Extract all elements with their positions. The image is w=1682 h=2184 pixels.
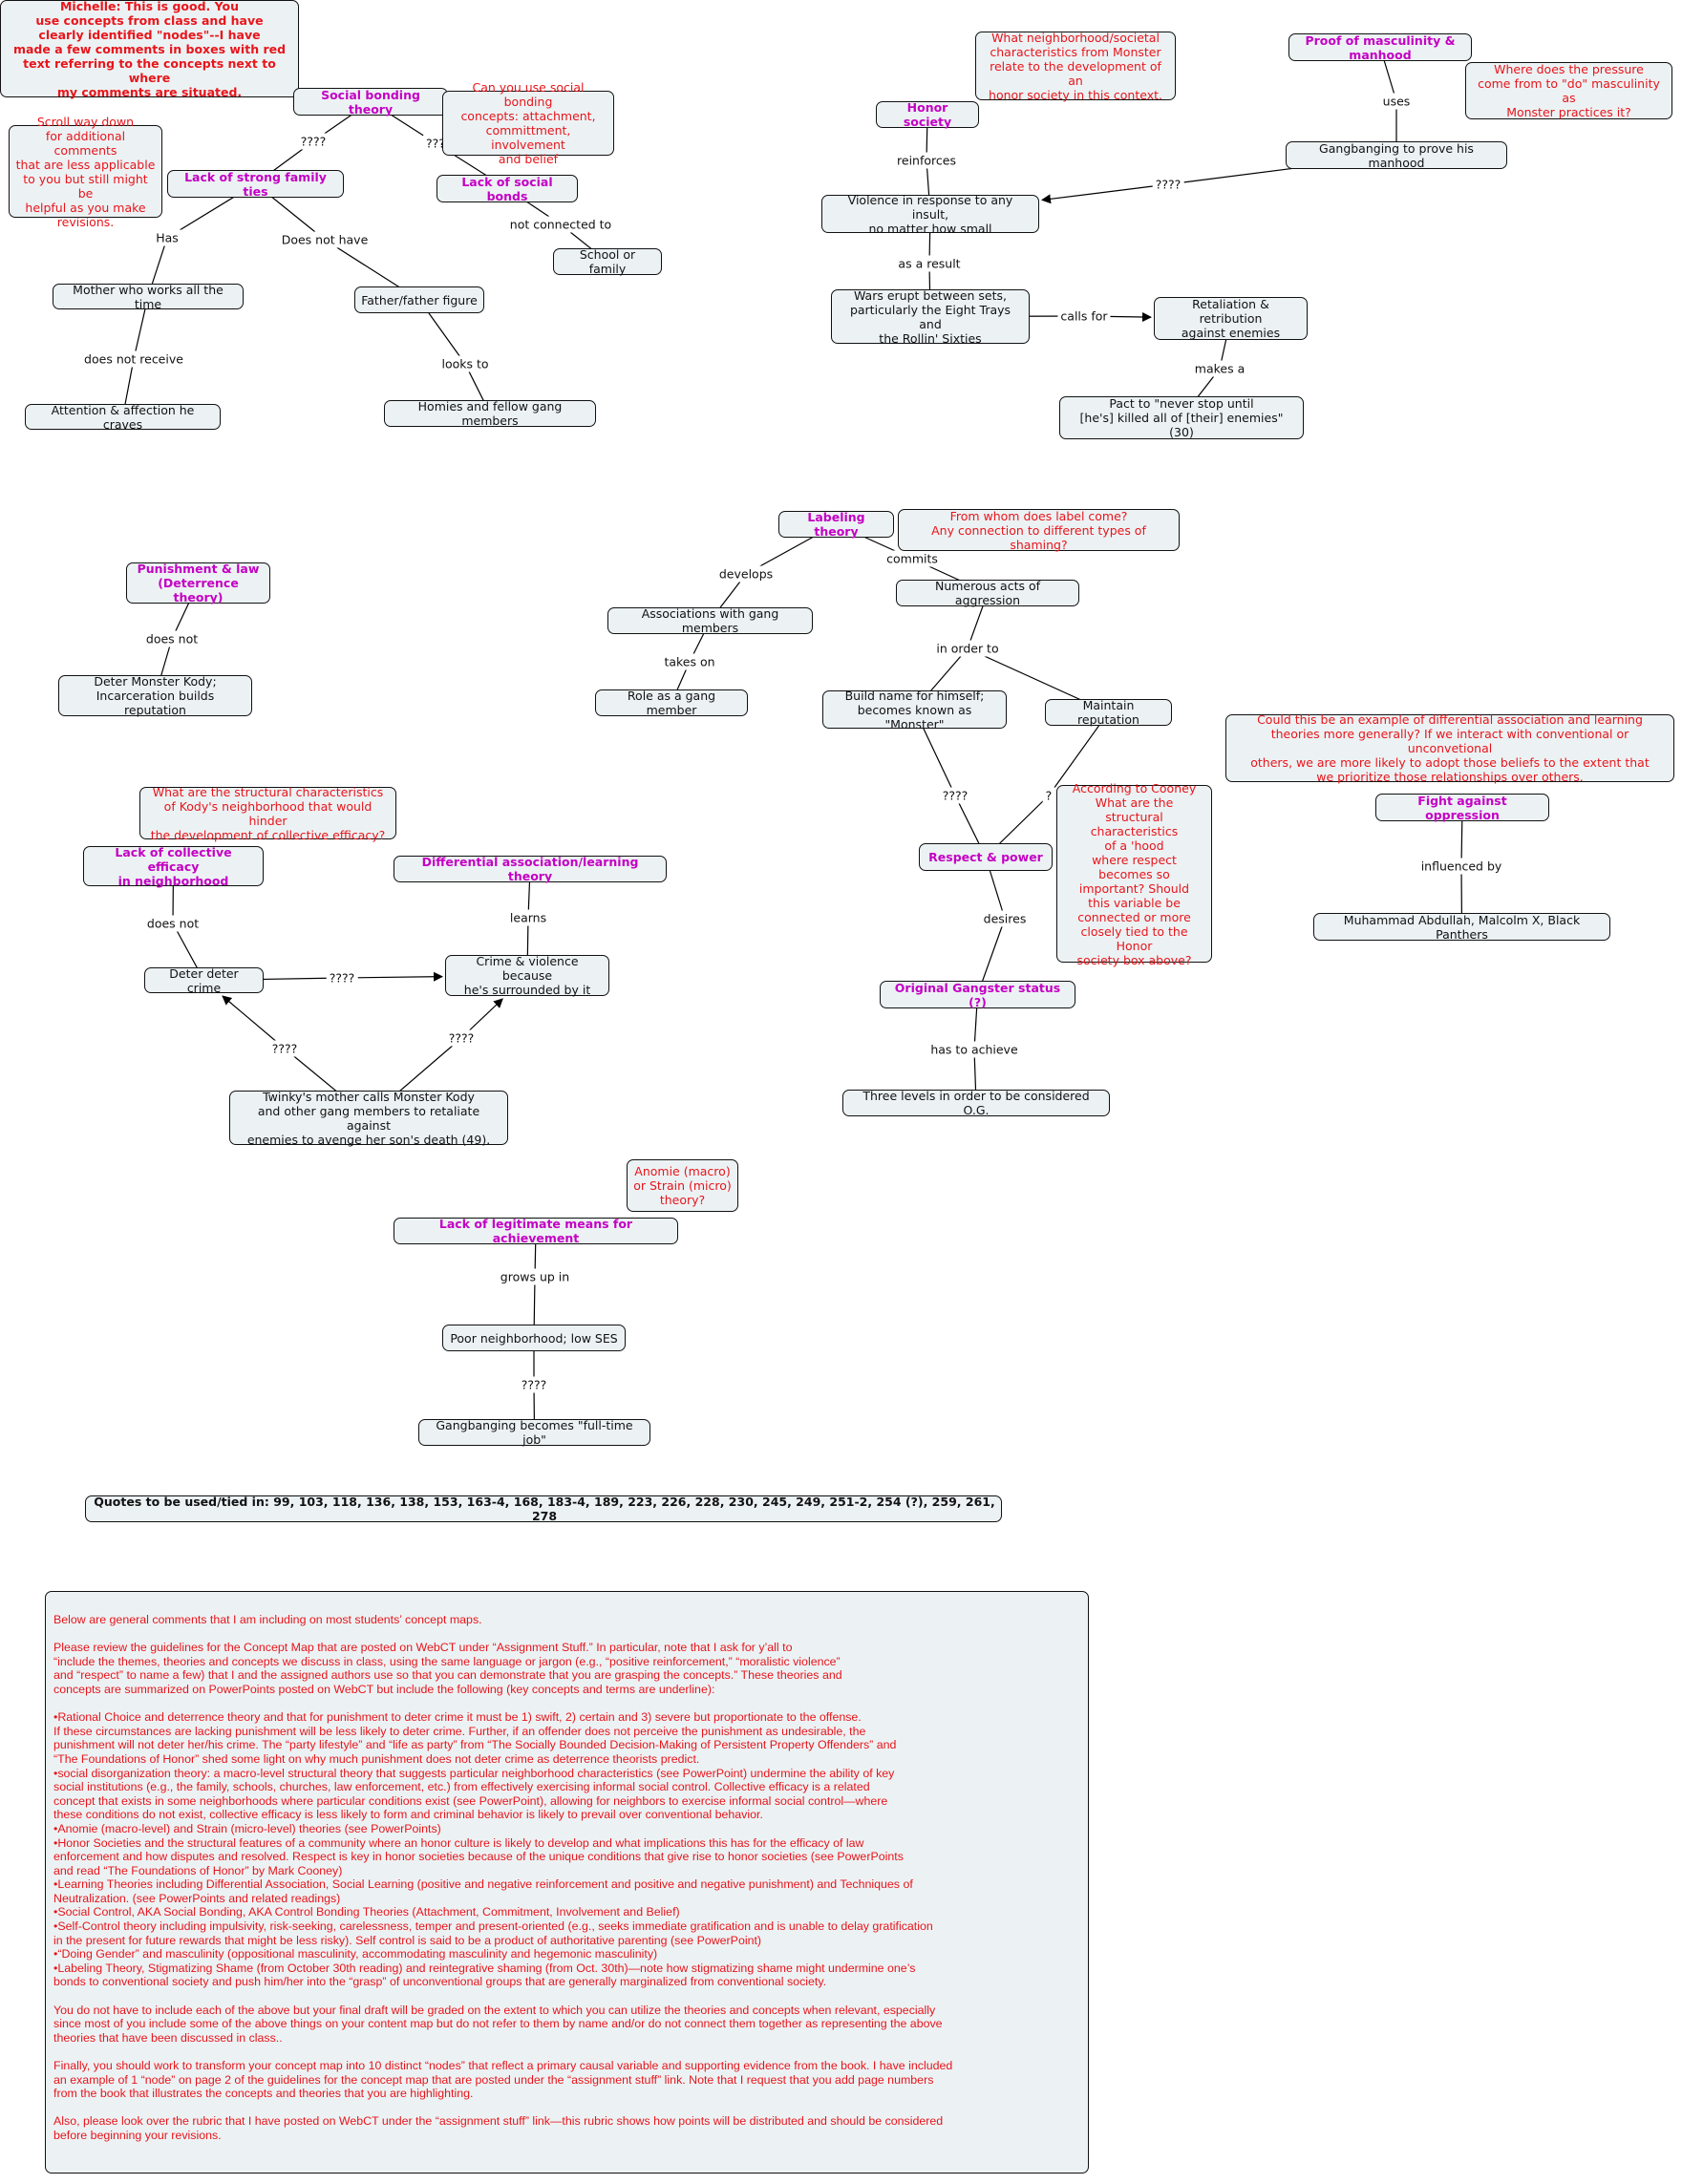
node-proof-of-masculinity[interactable]: Proof of masculinity & manhood	[1288, 33, 1472, 62]
comment-cooney: According to Cooney What are the structu…	[1056, 781, 1212, 967]
node-numerous-acts-aggression[interactable]: Numerous acts of aggression	[896, 579, 1079, 607]
node-deter-monster-kody[interactable]: Deter Monster Kody; Incarceration builds…	[58, 674, 252, 717]
comment-social-bonding: Can you use social bonding concepts: att…	[442, 80, 614, 166]
arrow-link	[1041, 183, 1169, 204]
link-label: ????	[268, 1040, 301, 1057]
link-label: ????	[518, 1376, 550, 1393]
link-label: desires	[980, 910, 1030, 927]
node-associations-gang-members[interactable]: Associations with gang members	[607, 606, 813, 635]
general-comment-paragraph: Also, please look over the rubric that I…	[53, 2114, 944, 2142]
node-twinkys-mother[interactable]: Twinky's mother calls Monster Kody and o…	[229, 1090, 508, 1147]
node-punishment-law[interactable]: Punishment & law (Deterrence theory)	[126, 562, 270, 604]
node-build-name[interactable]: Build name for himself; becomes known as…	[822, 689, 1007, 732]
general-comment-paragraph: Below are general comments that I am inc…	[53, 1613, 482, 1626]
link-label: learns	[506, 909, 550, 926]
node-crime-violence[interactable]: Crime & violence because he's surrounded…	[445, 954, 609, 997]
node-deter-deter-crime[interactable]: Deter deter crime	[144, 966, 264, 995]
link-label: does not	[143, 915, 202, 932]
comment-honor-society: What neighborhood/societal characteristi…	[975, 31, 1176, 102]
comment-michelle: Michelle: This is good. You use concepts…	[0, 0, 299, 99]
node-lack-collective-efficacy[interactable]: Lack of collective efficacy in neighborh…	[83, 845, 264, 888]
link-label: ????	[326, 969, 358, 986]
node-honor-society[interactable]: Honor society	[876, 100, 979, 129]
node-maintain-reputation[interactable]: Maintain reputation	[1045, 698, 1172, 727]
node-pact[interactable]: Pact to "never stop until [he's] killed …	[1059, 396, 1304, 439]
link-label: looks to	[438, 355, 492, 372]
general-comment-paragraph: You do not have to include each of the a…	[53, 2003, 943, 2045]
link-label: Does not have	[278, 231, 372, 248]
node-original-gangster-status[interactable]: Original Gangster status (?)	[880, 981, 1075, 1009]
node-retaliation[interactable]: Retaliation & retribution against enemie…	[1154, 297, 1308, 340]
link-label: does not receive	[81, 350, 186, 368]
general-comment-paragraph: •Rational Choice and deterrence theory a…	[53, 1710, 933, 1989]
node-respect-power[interactable]: Respect & power	[919, 843, 1053, 871]
node-wars-erupt[interactable]: Wars erupt between sets, particularly th…	[831, 288, 1030, 346]
node-full-time-job[interactable]: Gangbanging becomes "full-time job"	[418, 1418, 650, 1447]
node-mother[interactable]: Mother who works all the time	[53, 283, 244, 311]
node-father-figure[interactable]: Father/father figure	[354, 286, 484, 313]
node-labeling-theory[interactable]: Labeling theory	[778, 510, 894, 539]
link-label: commits	[884, 550, 941, 567]
link-label: not connected to	[506, 216, 615, 233]
link-label: grows up in	[497, 1268, 573, 1285]
link-label: uses	[1379, 93, 1414, 110]
node-three-levels[interactable]: Three levels in order to be considered O…	[842, 1089, 1110, 1117]
link-label: develops	[715, 565, 777, 583]
arrow-link	[341, 971, 443, 982]
comment-collective-efficacy: What are the structural characteristics …	[139, 785, 396, 842]
link-label: influenced by	[1417, 858, 1505, 875]
comment-differential-association: Could this be an example of differential…	[1225, 712, 1674, 784]
node-role-gang-member[interactable]: Role as a gang member	[595, 689, 748, 717]
node-attention-affection[interactable]: Attention & affection he craves	[25, 403, 221, 432]
link-label: ????	[1152, 176, 1184, 193]
comment-scroll-down: Scroll way down for additional comments …	[9, 115, 162, 229]
node-lack-of-strong-family-ties[interactable]: Lack of strong family ties	[167, 170, 344, 199]
node-fight-against-oppression[interactable]: Fight against oppression	[1375, 794, 1549, 822]
node-violence-response[interactable]: Violence in response to any insult, no m…	[821, 193, 1039, 236]
link-label: ????	[445, 1029, 478, 1047]
link-label: ???	[423, 135, 448, 152]
quotes-box: Quotes to be used/tied in: 99, 103, 118,…	[85, 1495, 1002, 1523]
node-homies[interactable]: Homies and fellow gang members	[384, 399, 596, 428]
node-lack-legitimate-means[interactable]: Lack of legitimate means for achievement	[394, 1217, 678, 1245]
link-label: ?	[1042, 787, 1055, 804]
comment-anomie-strain: Anomie (macro) or Strain (micro) theory?	[627, 1159, 738, 1212]
link-label: Has	[153, 229, 181, 246]
node-lack-of-social-bonds[interactable]: Lack of social bonds	[436, 175, 578, 203]
general-comment-paragraph: Finally, you should work to transform yo…	[53, 2059, 953, 2101]
link-label: has to achieve	[927, 1041, 1021, 1058]
node-influences[interactable]: Muhammad Abdullah, Malcolm X, Black Pant…	[1313, 913, 1610, 942]
general-comments-box: Below are general comments that I am inc…	[45, 1591, 1089, 2173]
general-comment-paragraph: Please review the guidelines for the Con…	[53, 1641, 842, 1696]
node-poor-neighborhood[interactable]: Poor neighborhood; low SES	[442, 1325, 626, 1351]
link-label: ????	[939, 787, 971, 804]
node-gangbanging-manhood[interactable]: Gangbanging to prove his manhood	[1286, 141, 1507, 170]
comment-labeling: From whom does label come? Any connectio…	[898, 509, 1180, 552]
node-social-bonding-theory[interactable]: Social bonding theory	[293, 88, 448, 117]
link-label: takes on	[661, 653, 718, 670]
node-school-or-family[interactable]: School or family	[553, 247, 662, 276]
link-label: as a result	[895, 255, 964, 272]
node-differential-association-theory[interactable]: Differential association/learning theory	[394, 855, 667, 883]
link-label: ????	[297, 133, 330, 150]
link-label: reinforces	[894, 152, 959, 169]
link-label: in order to	[933, 640, 1002, 657]
comment-masculinity-pressure: Where does the pressure come from to "do…	[1465, 62, 1672, 119]
link-label: does not	[142, 630, 202, 647]
link-label: calls for	[1057, 307, 1111, 325]
link-label: makes a	[1191, 360, 1248, 377]
arrow-link	[222, 995, 286, 1050]
link-line	[1048, 711, 1109, 796]
